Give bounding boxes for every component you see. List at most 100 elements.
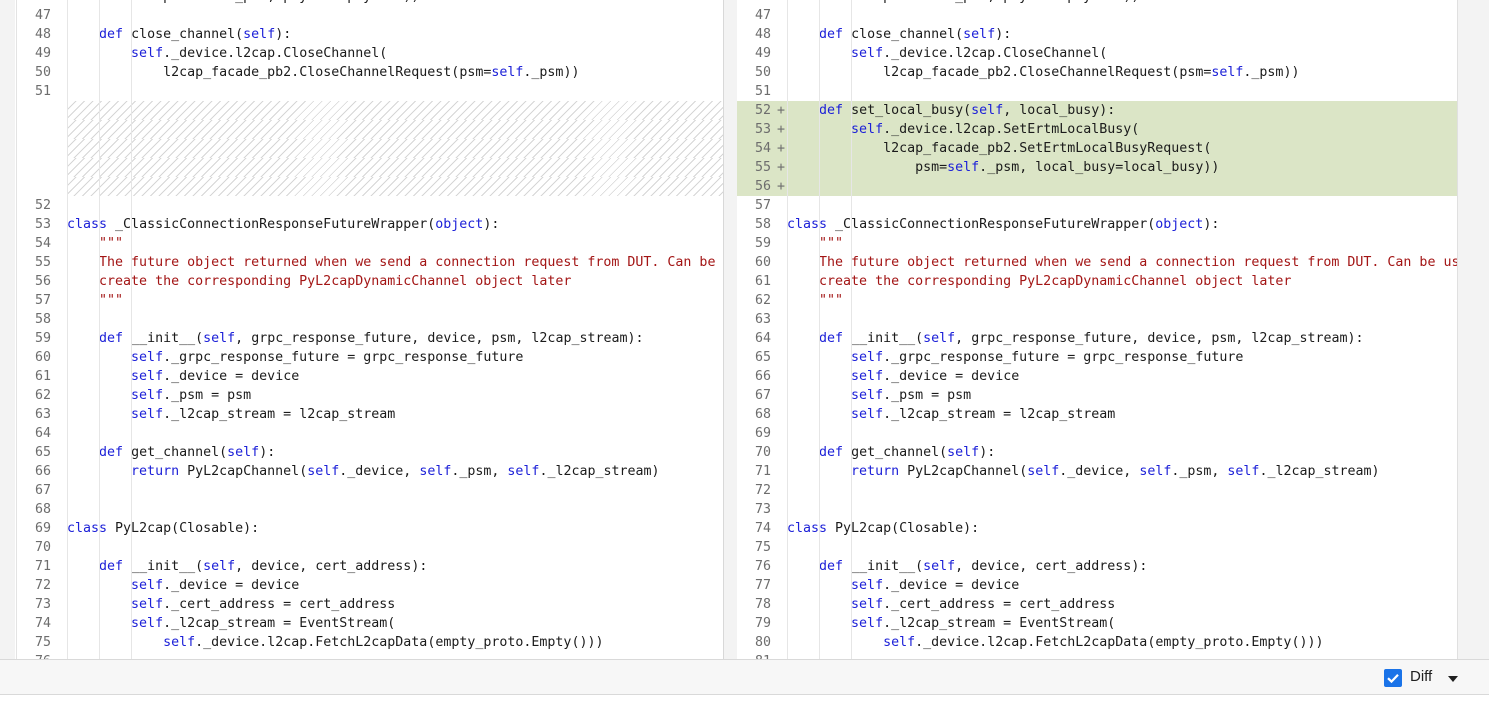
right-code-line[interactable]: 50 l2cap_facade_pb2.CloseChannelRequest(… bbox=[737, 63, 1457, 82]
left-code-line[interactable]: 59 def __init__(self, grpc_response_futu… bbox=[17, 329, 724, 348]
left-code-line[interactable]: 67 bbox=[17, 481, 724, 500]
right-code-line[interactable]: 46 psm=self._psm, payload=payload)) bbox=[737, 0, 1457, 6]
right-code-lines: 46 psm=self._psm, payload=payload))4748 … bbox=[737, 0, 1457, 659]
left-code-line[interactable]: 51 bbox=[17, 82, 724, 101]
right-code-line[interactable]: 70 def get_channel(self): bbox=[737, 443, 1457, 462]
right-code-line[interactable]: 54+ l2cap_facade_pb2.SetErtmLocalBusyReq… bbox=[737, 139, 1457, 158]
right-code-line[interactable]: 59 """ bbox=[737, 234, 1457, 253]
right-code-line[interactable]: 53+ self._device.l2cap.SetErtmLocalBusy( bbox=[737, 120, 1457, 139]
right-code-line[interactable]: 80 self._device.l2cap.FetchL2capData(emp… bbox=[737, 633, 1457, 652]
indent-guide bbox=[67, 0, 68, 659]
right-code-line[interactable]: 77 self._device = device bbox=[737, 576, 1457, 595]
right-code-line[interactable]: 67 self._psm = psm bbox=[737, 386, 1457, 405]
left-code-line[interactable]: 70 bbox=[17, 538, 724, 557]
line-number: 67 bbox=[34, 483, 51, 498]
right-code-line[interactable]: 55+ psm=self._psm, local_busy=local_busy… bbox=[737, 158, 1457, 177]
line-number: 66 bbox=[754, 369, 771, 384]
vertical-scrollbar[interactable] bbox=[1457, 0, 1489, 659]
right-code-line[interactable]: 56+ bbox=[737, 177, 1457, 196]
code-text: class _ClassicConnectionResponseFutureWr… bbox=[67, 217, 500, 232]
left-code-line[interactable]: 46 psm=self._psm, payload=payload)) bbox=[17, 0, 724, 6]
right-code-line[interactable]: 48 def close_channel(self): bbox=[737, 25, 1457, 44]
right-code-line[interactable]: 71 return PyL2capChannel(self._device, s… bbox=[737, 462, 1457, 481]
code-text: l2cap_facade_pb2.CloseChannelRequest(psm… bbox=[163, 65, 580, 80]
code-text: self._grpc_response_future = grpc_respon… bbox=[131, 350, 524, 365]
left-code-line[interactable]: 66 return PyL2capChannel(self._device, s… bbox=[17, 462, 724, 481]
right-code-line[interactable]: 78 self._cert_address = cert_address bbox=[737, 595, 1457, 614]
left-code-line[interactable]: 76 bbox=[17, 652, 724, 659]
right-code-line[interactable]: 75 bbox=[737, 538, 1457, 557]
right-code-line[interactable]: 51 bbox=[737, 82, 1457, 101]
left-code-line[interactable]: 57 """ bbox=[17, 291, 724, 310]
line-number: 69 bbox=[34, 521, 51, 536]
left-code-line[interactable] bbox=[17, 101, 724, 120]
right-code-line[interactable]: 69 bbox=[737, 424, 1457, 443]
left-code-line[interactable]: 56 create the corresponding PyL2capDynam… bbox=[17, 272, 724, 291]
right-code-line[interactable]: 63 bbox=[737, 310, 1457, 329]
left-code-line[interactable] bbox=[17, 177, 724, 196]
left-code-line[interactable]: 73 self._cert_address = cert_address bbox=[17, 595, 724, 614]
left-code-line[interactable]: 52 bbox=[17, 196, 724, 215]
right-code-line[interactable]: 52+ def set_local_busy(self, local_busy)… bbox=[737, 101, 1457, 120]
left-diff-pane[interactable]: 46 psm=self._psm, payload=payload))4748 … bbox=[16, 0, 724, 659]
right-code-line[interactable]: 81 bbox=[737, 652, 1457, 659]
right-code-line[interactable]: 49 self._device.l2cap.CloseChannel( bbox=[737, 44, 1457, 63]
left-code-line[interactable]: 72 self._device = device bbox=[17, 576, 724, 595]
right-code-line[interactable]: 57 bbox=[737, 196, 1457, 215]
right-code-line[interactable]: 64 def __init__(self, grpc_response_futu… bbox=[737, 329, 1457, 348]
left-code-line[interactable]: 71 def __init__(self, device, cert_addre… bbox=[17, 557, 724, 576]
left-code-line[interactable]: 65 def get_channel(self): bbox=[17, 443, 724, 462]
diff-checkbox[interactable] bbox=[1384, 669, 1402, 687]
line-number: 71 bbox=[34, 559, 51, 574]
right-code-line[interactable]: 61 create the corresponding PyL2capDynam… bbox=[737, 272, 1457, 291]
right-code-line[interactable]: 79 self._l2cap_stream = EventStream( bbox=[737, 614, 1457, 633]
right-code-line[interactable]: 66 self._device = device bbox=[737, 367, 1457, 386]
left-code-line[interactable]: 55 The future object returned when we se… bbox=[17, 253, 724, 272]
right-code-line[interactable]: 60 The future object returned when we se… bbox=[737, 253, 1457, 272]
line-number: 59 bbox=[754, 236, 771, 251]
right-diff-pane[interactable]: 46 psm=self._psm, payload=payload))4748 … bbox=[737, 0, 1457, 659]
line-number: 52 bbox=[34, 198, 51, 213]
right-code-line[interactable]: 47 bbox=[737, 6, 1457, 25]
right-code-line[interactable]: 73 bbox=[737, 500, 1457, 519]
code-text: def __init__(self, device, cert_address)… bbox=[99, 559, 428, 574]
left-code-line[interactable]: 50 l2cap_facade_pb2.CloseChannelRequest(… bbox=[17, 63, 724, 82]
left-code-line[interactable]: 68 bbox=[17, 500, 724, 519]
left-code-line[interactable]: 58 bbox=[17, 310, 724, 329]
right-code-line[interactable]: 68 self._l2cap_stream = l2cap_stream bbox=[737, 405, 1457, 424]
right-code-line[interactable]: 72 bbox=[737, 481, 1457, 500]
left-code-line[interactable]: 48 def close_channel(self): bbox=[17, 25, 724, 44]
code-text: self._device.l2cap.FetchL2capData(empty_… bbox=[883, 635, 1324, 650]
left-code-line[interactable]: 49 self._device.l2cap.CloseChannel( bbox=[17, 44, 724, 63]
line-number: 58 bbox=[34, 312, 51, 327]
right-code-line[interactable]: 62 """ bbox=[737, 291, 1457, 310]
left-code-line[interactable]: 61 self._device = device bbox=[17, 367, 724, 386]
left-code-line[interactable]: 60 self._grpc_response_future = grpc_res… bbox=[17, 348, 724, 367]
line-number: 64 bbox=[754, 331, 771, 346]
right-code-line[interactable]: 65 self._grpc_response_future = grpc_res… bbox=[737, 348, 1457, 367]
line-number: 75 bbox=[34, 635, 51, 650]
pane-divider[interactable] bbox=[723, 0, 737, 659]
code-text: self._l2cap_stream = EventStream( bbox=[131, 616, 396, 631]
right-code-line[interactable]: 76 def __init__(self, device, cert_addre… bbox=[737, 557, 1457, 576]
left-code-line[interactable]: 62 self._psm = psm bbox=[17, 386, 724, 405]
chevron-down-icon[interactable] bbox=[1448, 676, 1458, 682]
left-code-line[interactable] bbox=[17, 158, 724, 177]
code-text: class PyL2cap(Closable): bbox=[787, 521, 980, 536]
left-code-line[interactable]: 75 self._device.l2cap.FetchL2capData(emp… bbox=[17, 633, 724, 652]
line-number: 62 bbox=[34, 388, 51, 403]
left-code-line[interactable] bbox=[17, 139, 724, 158]
line-number: 65 bbox=[754, 350, 771, 365]
left-code-line[interactable]: 47 bbox=[17, 6, 724, 25]
left-code-line[interactable]: 64 bbox=[17, 424, 724, 443]
line-number: 69 bbox=[754, 426, 771, 441]
left-code-line[interactable] bbox=[17, 120, 724, 139]
left-code-line[interactable]: 74 self._l2cap_stream = EventStream( bbox=[17, 614, 724, 633]
code-text: class _ClassicConnectionResponseFutureWr… bbox=[787, 217, 1220, 232]
left-code-line[interactable]: 63 self._l2cap_stream = l2cap_stream bbox=[17, 405, 724, 424]
left-code-line[interactable]: 54 """ bbox=[17, 234, 724, 253]
